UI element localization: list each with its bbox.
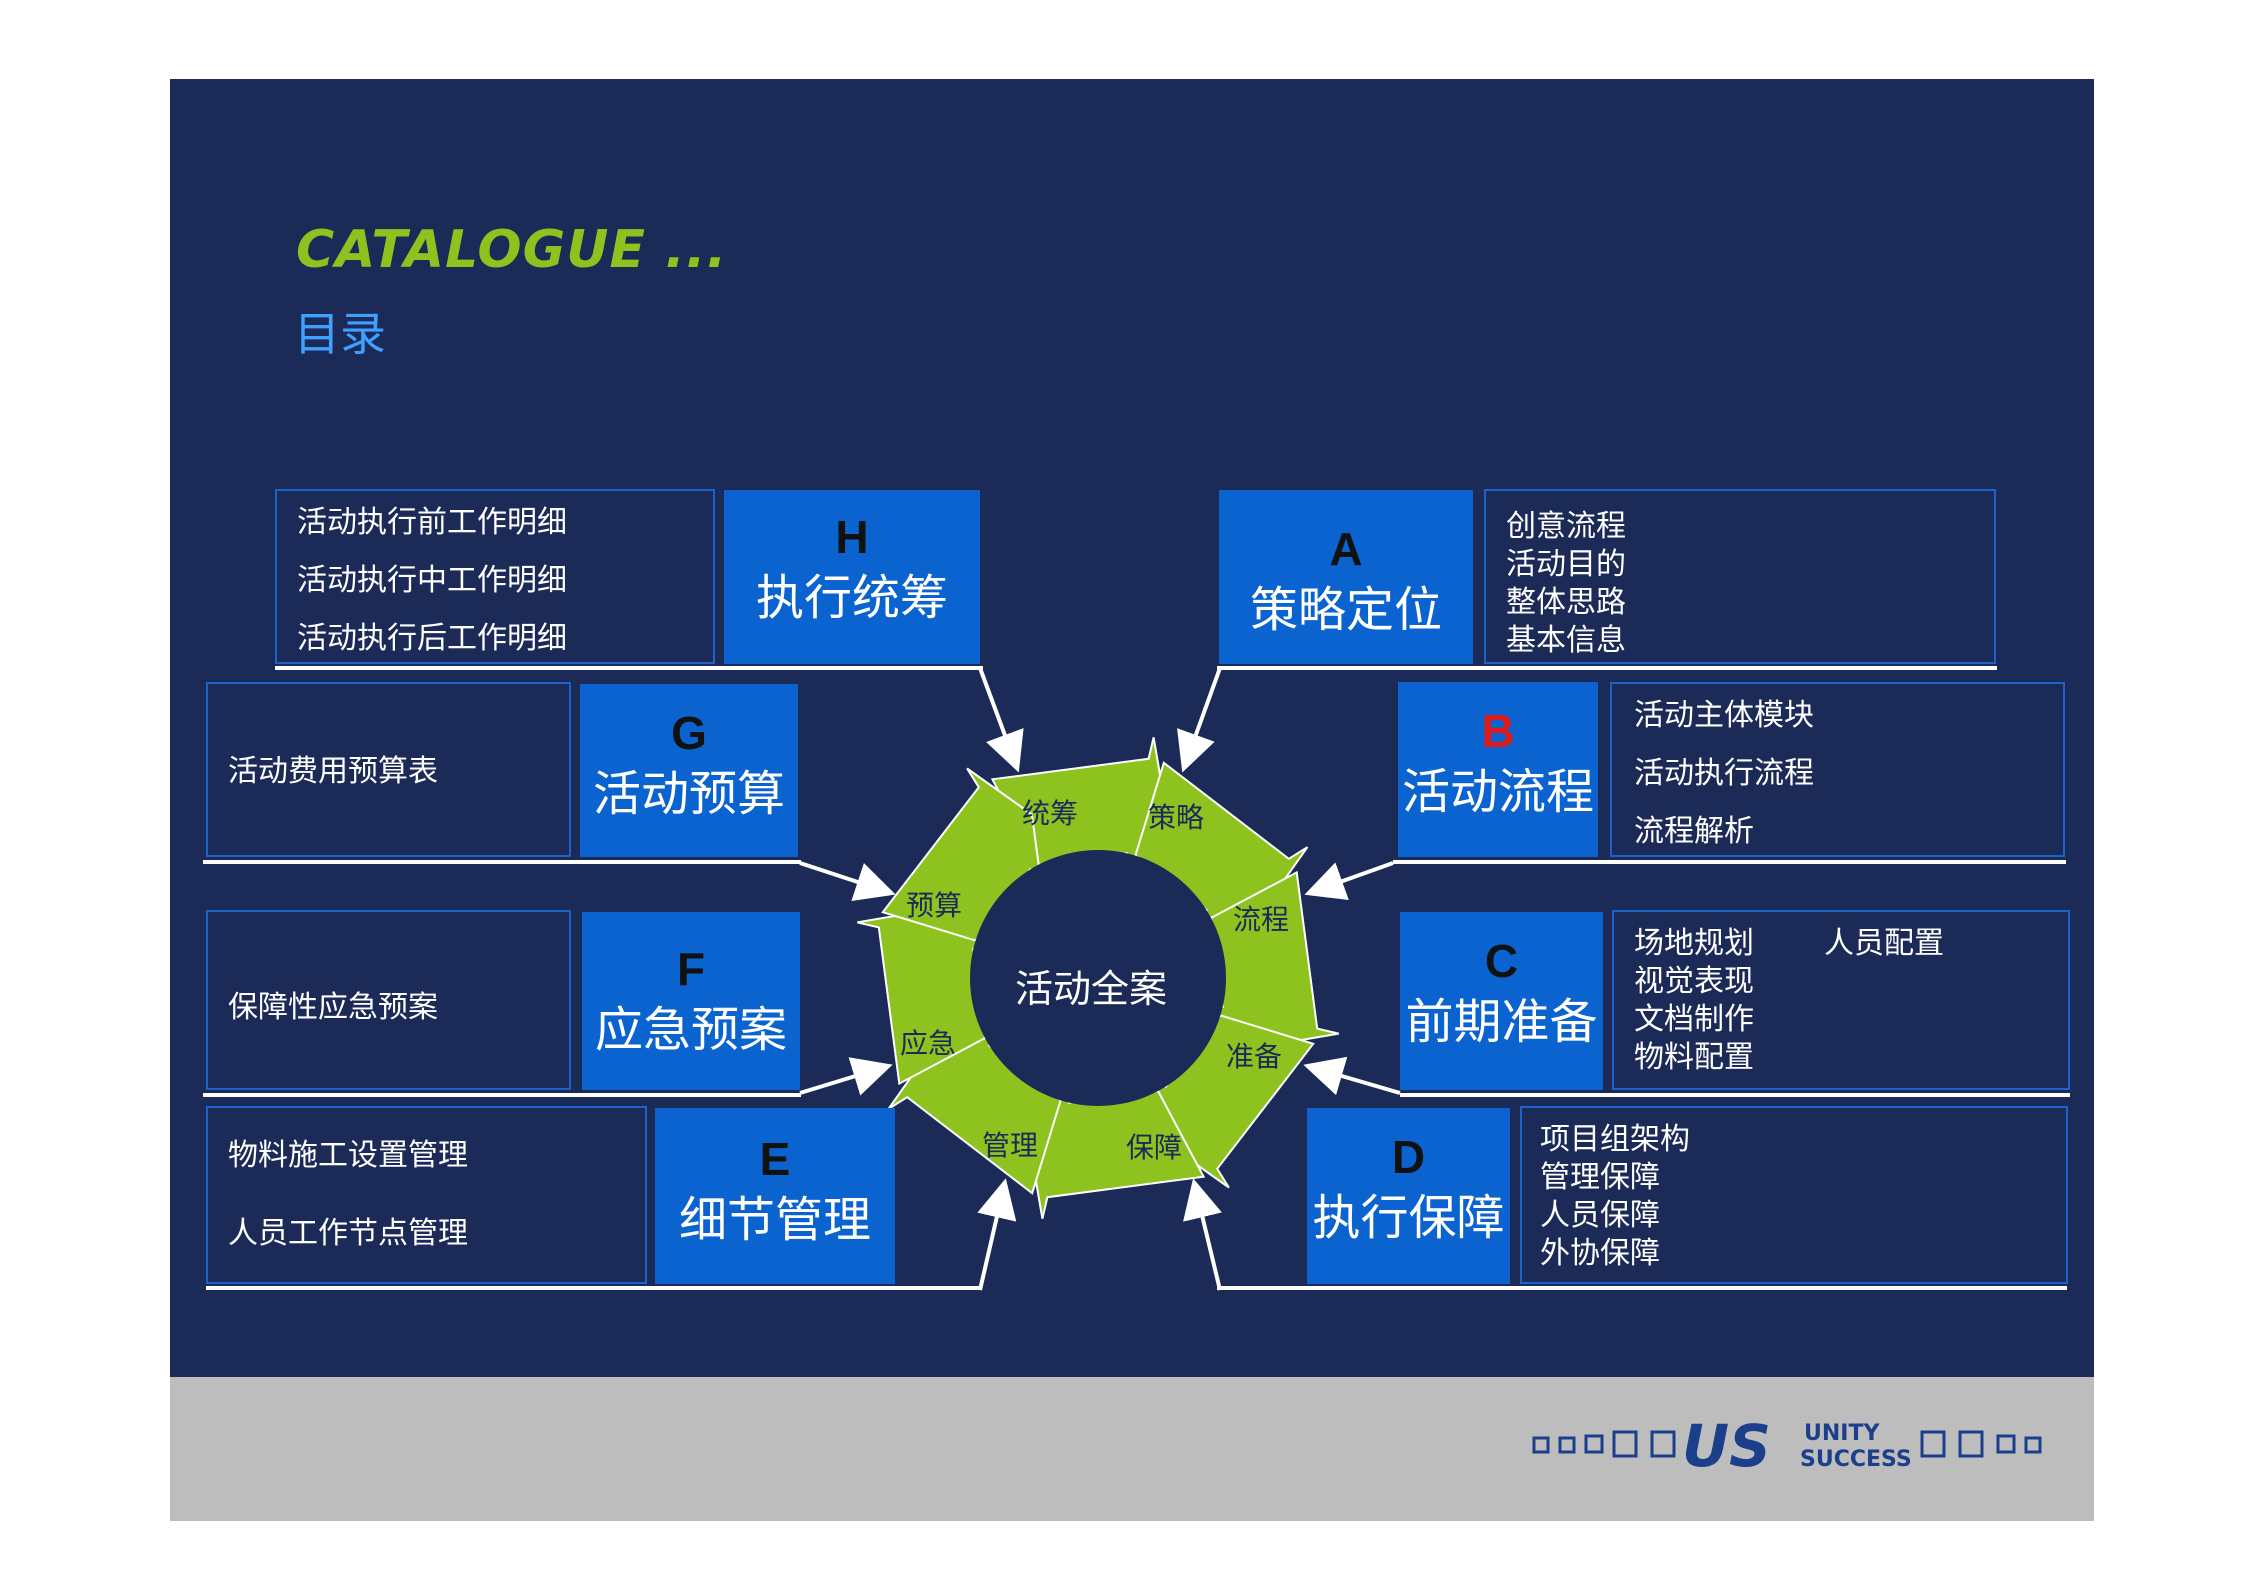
- list-item: 人员保障: [1540, 1198, 1660, 1233]
- section-H-name: 执行统筹: [755, 570, 948, 626]
- underline-F: [203, 1093, 801, 1097]
- connector-B: [1304, 861, 1394, 901]
- list-item: 活动执行后工作明细: [297, 621, 567, 656]
- ring-label-yusuan: 预算: [906, 889, 963, 922]
- section-D-block: D 执行保障: [1307, 1108, 1510, 1284]
- section-G-block: G 活动预算: [580, 684, 798, 857]
- list-item: 活动执行中工作明细: [297, 563, 567, 598]
- section-A-name: 策略定位: [1249, 582, 1442, 638]
- underline-D: [1217, 1286, 2067, 1290]
- section-C-block: C 前期准备: [1400, 912, 1603, 1090]
- ring-label-baozhang: 保障: [1126, 1131, 1183, 1164]
- list-item: 活动执行流程: [1634, 756, 1814, 791]
- section-C-name: 前期准备: [1405, 994, 1598, 1050]
- ring-label-celue: 策略: [1148, 801, 1205, 834]
- ring-label-guanli: 管理: [982, 1129, 1039, 1162]
- section-B-block: B 活动流程: [1398, 682, 1598, 857]
- section-F-letter: F: [676, 943, 706, 995]
- list-item: 活动费用预算表: [228, 754, 438, 789]
- section-A-letter: A: [1329, 523, 1363, 575]
- section-A-block: A 策略定位: [1219, 490, 1473, 664]
- footer-bar: [170, 1377, 2094, 1521]
- list-item: 流程解析: [1634, 814, 1754, 849]
- list-item: 人员工作节点管理: [228, 1216, 468, 1251]
- list-item: 保障性应急预案: [228, 990, 438, 1025]
- ring-label-zhunbei: 准备: [1226, 1040, 1283, 1073]
- list-item: 文档制作: [1634, 1002, 1754, 1037]
- section-F-block: F 应急预案: [582, 912, 800, 1090]
- section-G-name: 活动预算: [592, 766, 785, 822]
- section-B-name: 活动流程: [1401, 764, 1594, 820]
- connector-F: [799, 1057, 893, 1096]
- section-F-name: 应急预案: [594, 1002, 787, 1058]
- list-item: 创意流程: [1506, 509, 1626, 544]
- section-E-block: E 细节管理: [655, 1108, 895, 1284]
- list-item: 基本信息: [1506, 623, 1626, 658]
- underline-H: [275, 666, 983, 670]
- list-item: 物料施工设置管理: [228, 1138, 468, 1173]
- underline-E: [206, 1286, 980, 1290]
- unity-success-logo: US UNITY SUCCESS: [1532, 1412, 2042, 1478]
- section-F-items: 保障性应急预案: [206, 910, 571, 1090]
- list-item: 外协保障: [1540, 1236, 1660, 1271]
- list-item: 项目组架构: [1540, 1122, 1690, 1157]
- connector-E: [977, 1178, 1017, 1291]
- ring-label-yingji: 应急: [900, 1027, 957, 1060]
- list-item: 活动目的: [1506, 547, 1626, 582]
- section-C-items: 场地规划 人员配置 视觉表现 文档制作 物料配置: [1612, 910, 2070, 1090]
- list-item: 视觉表现: [1634, 964, 1754, 999]
- section-D-letter: D: [1391, 1131, 1426, 1183]
- connector-H: [978, 667, 1024, 773]
- section-C-letter: C: [1484, 935, 1519, 987]
- logo-unity: UNITY: [1804, 1421, 1880, 1446]
- list-item: 场地规划: [1634, 926, 1754, 961]
- section-B-letter: B: [1481, 705, 1515, 757]
- section-H-block: H 执行统筹: [724, 490, 980, 664]
- section-E-items: 物料施工设置管理 人员工作节点管理: [206, 1106, 647, 1284]
- section-E-name: 细节管理: [678, 1192, 871, 1248]
- logo-success: SUCCESS: [1800, 1447, 1912, 1472]
- ring-label-liucheng: 流程: [1233, 903, 1290, 936]
- underline-C: [1400, 1093, 2070, 1097]
- section-A-items: 创意流程 活动目的 整体思路 基本信息: [1484, 489, 1996, 664]
- list-item: 物料配置: [1634, 1040, 1754, 1075]
- connector-D: [1183, 1178, 1222, 1291]
- ring-center-circle: [970, 850, 1226, 1106]
- connector-A: [1177, 667, 1222, 773]
- section-G-items: 活动费用预算表: [206, 682, 571, 857]
- underline-G: [203, 860, 801, 864]
- section-H-items: 活动执行前工作明细 活动执行中工作明细 活动执行后工作明细: [275, 489, 715, 664]
- center-label: 活动全案: [1015, 967, 1168, 1011]
- list-item: 活动执行前工作明细: [297, 505, 567, 540]
- title-chinese: 目录: [294, 307, 386, 361]
- connector-C: [1303, 1056, 1401, 1096]
- underline-A: [1217, 666, 1997, 670]
- section-H-letter: H: [835, 511, 869, 563]
- list-item: 人员配置: [1824, 926, 1944, 961]
- ring-label-tongchou: 统筹: [1022, 797, 1079, 830]
- section-D-name: 执行保障: [1312, 1190, 1505, 1246]
- list-item: 管理保障: [1540, 1160, 1660, 1195]
- title-english: CATALOGUE ...: [296, 220, 728, 280]
- section-B-items: 活动主体模块 活动执行流程 流程解析: [1610, 682, 2065, 857]
- list-item: 整体思路: [1506, 585, 1626, 620]
- section-G-letter: G: [671, 707, 707, 759]
- connector-G: [799, 861, 896, 901]
- list-item: 活动主体模块: [1634, 698, 1814, 733]
- logo-mark-text: US: [1682, 1412, 1771, 1478]
- underline-B: [1393, 860, 2066, 864]
- section-D-items: 项目组架构 管理保障 人员保障 外协保障: [1520, 1106, 2068, 1284]
- section-E-letter: E: [759, 1133, 791, 1185]
